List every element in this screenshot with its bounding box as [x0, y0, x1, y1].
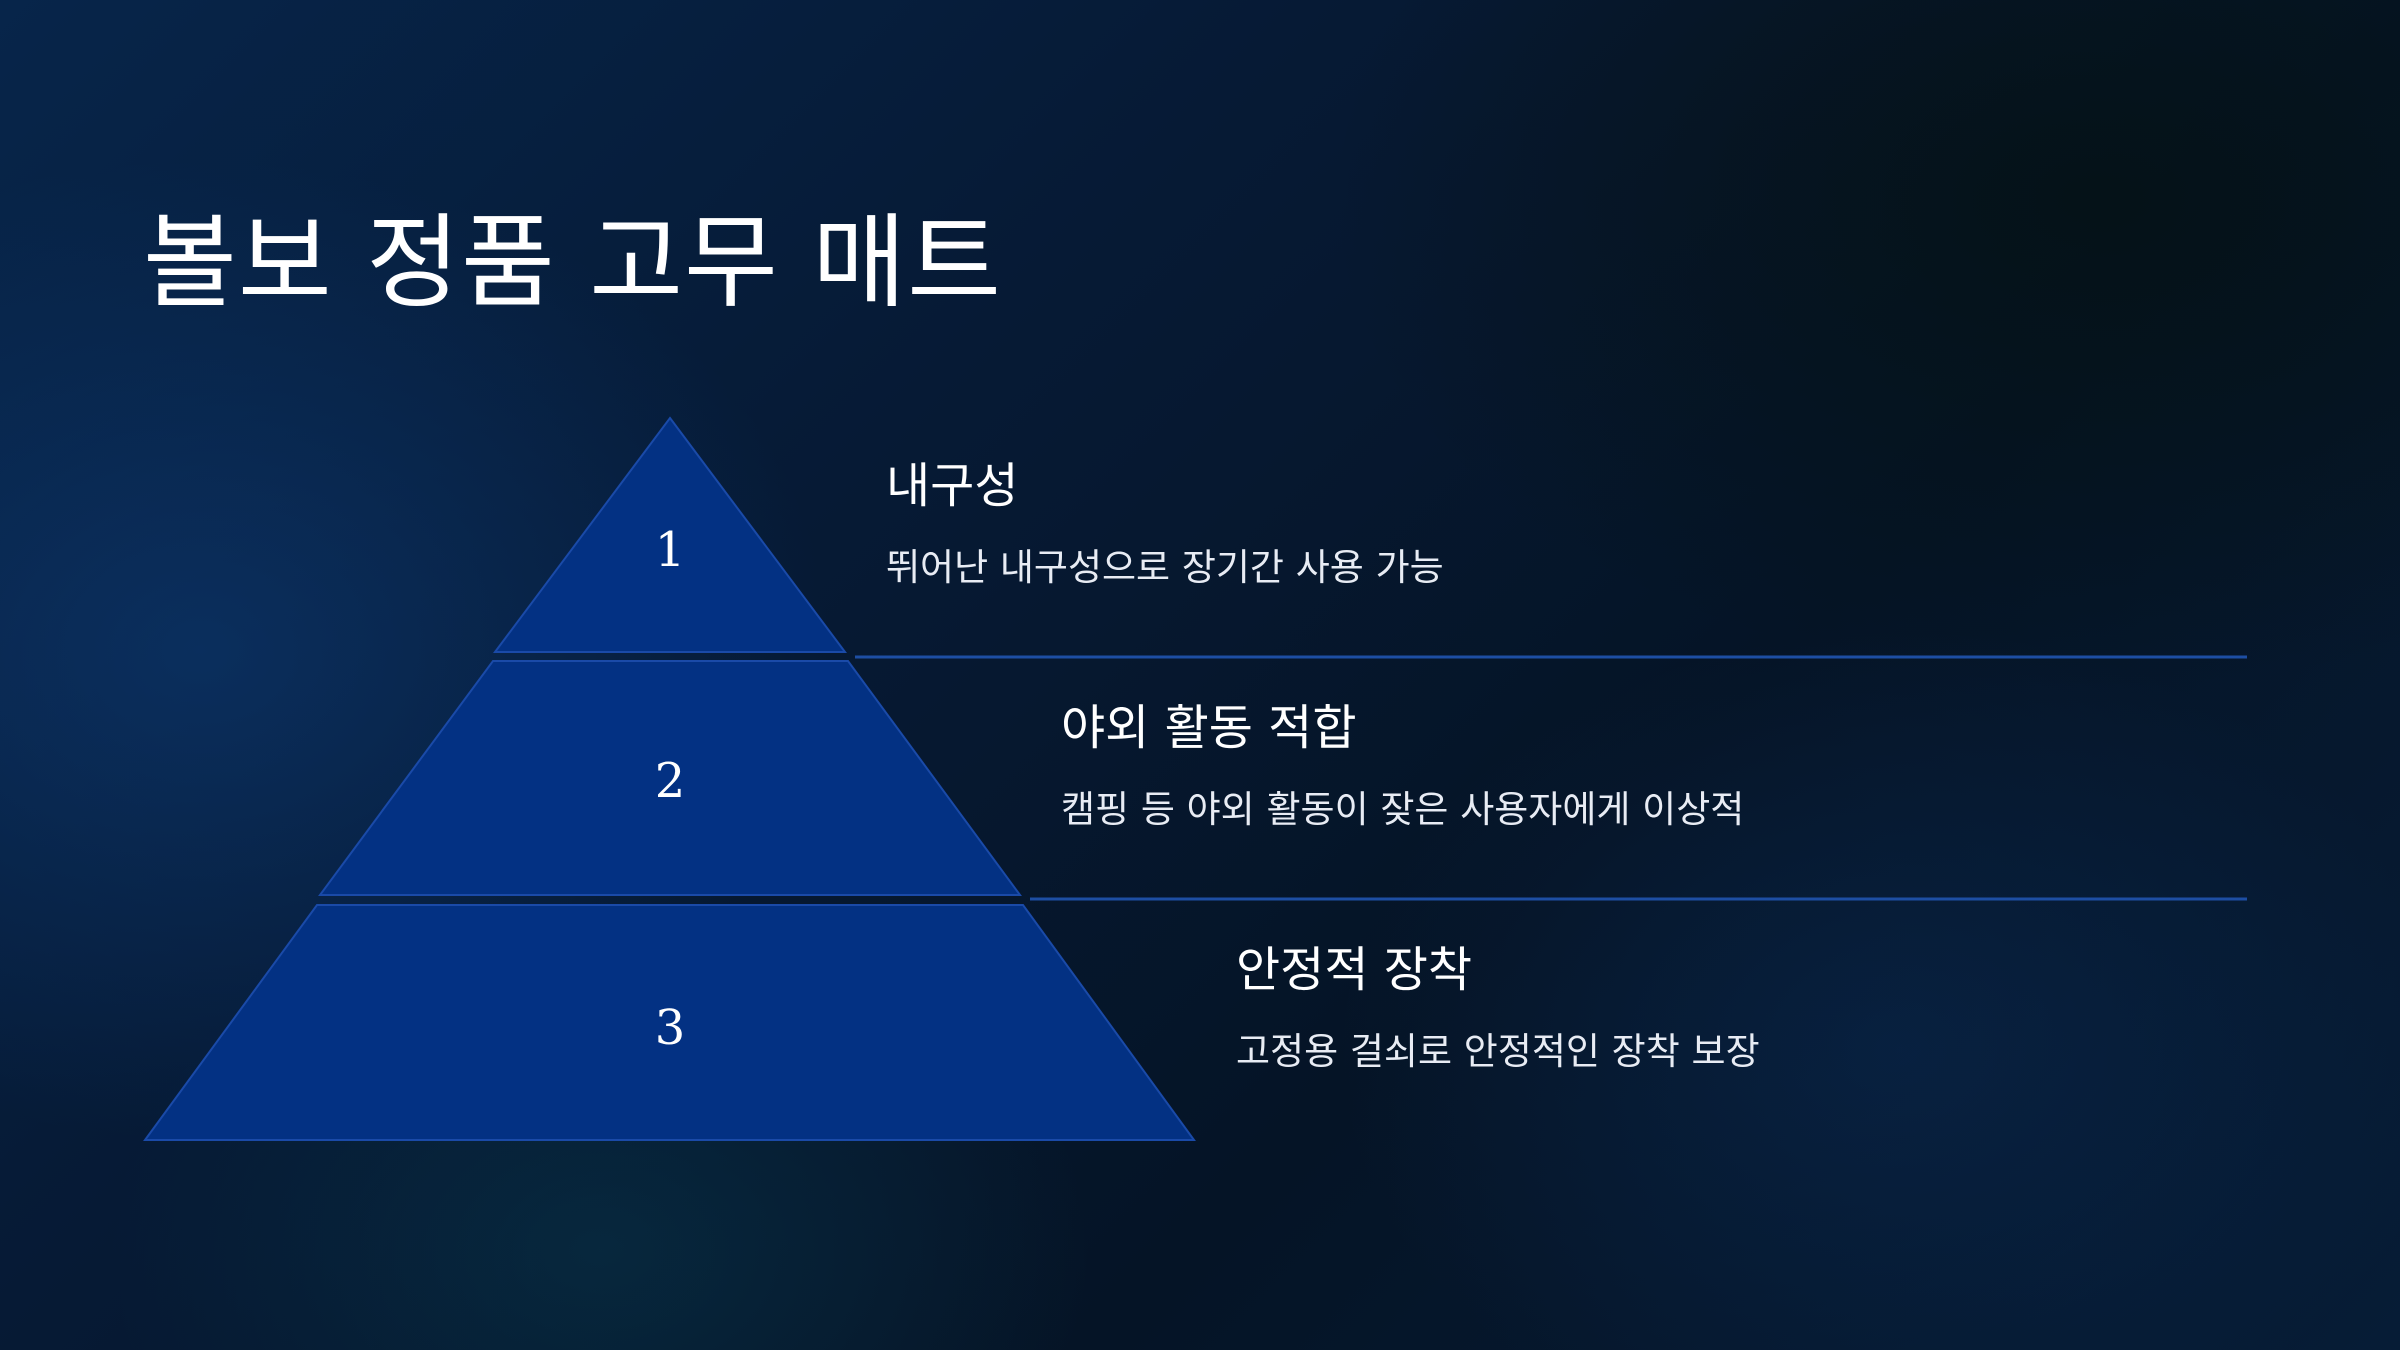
pyramid-tier-2	[318, 660, 1022, 896]
tier-2-heading: 야외 활동 적합	[1061, 700, 1357, 756]
tier-1-description: 뛰어난 내구성으로 장기간 사용 가능	[886, 545, 1444, 589]
tier-3-text: 안정적 장착 고정용 걸쇠로 안정적인 장착 보장	[1236, 942, 1760, 1074]
tier-1-text: 내구성 뛰어난 내구성으로 장기간 사용 가능	[886, 458, 1444, 590]
tier-3-heading: 안정적 장착	[1236, 942, 1473, 998]
tier-2-number: 2	[655, 753, 686, 809]
page-title: 볼보 정품 고무 매트	[143, 204, 1002, 323]
tier-3-description: 고정용 걸쇠로 안정적인 장착 보장	[1236, 1029, 1760, 1073]
pyramid-tier-1	[493, 416, 847, 653]
tier-3-number: 3	[655, 1000, 686, 1056]
tier-1-number: 1	[655, 522, 686, 578]
tier-1-heading: 내구성	[886, 458, 1019, 514]
tier-2-text: 야외 활동 적합 캠핑 등 야외 활동이 잦은 사용자에게 이상적	[1061, 700, 1744, 832]
pyramid-tier-3	[143, 904, 1196, 1141]
tier-2-description: 캠핑 등 야외 활동이 잦은 사용자에게 이상적	[1061, 787, 1745, 831]
